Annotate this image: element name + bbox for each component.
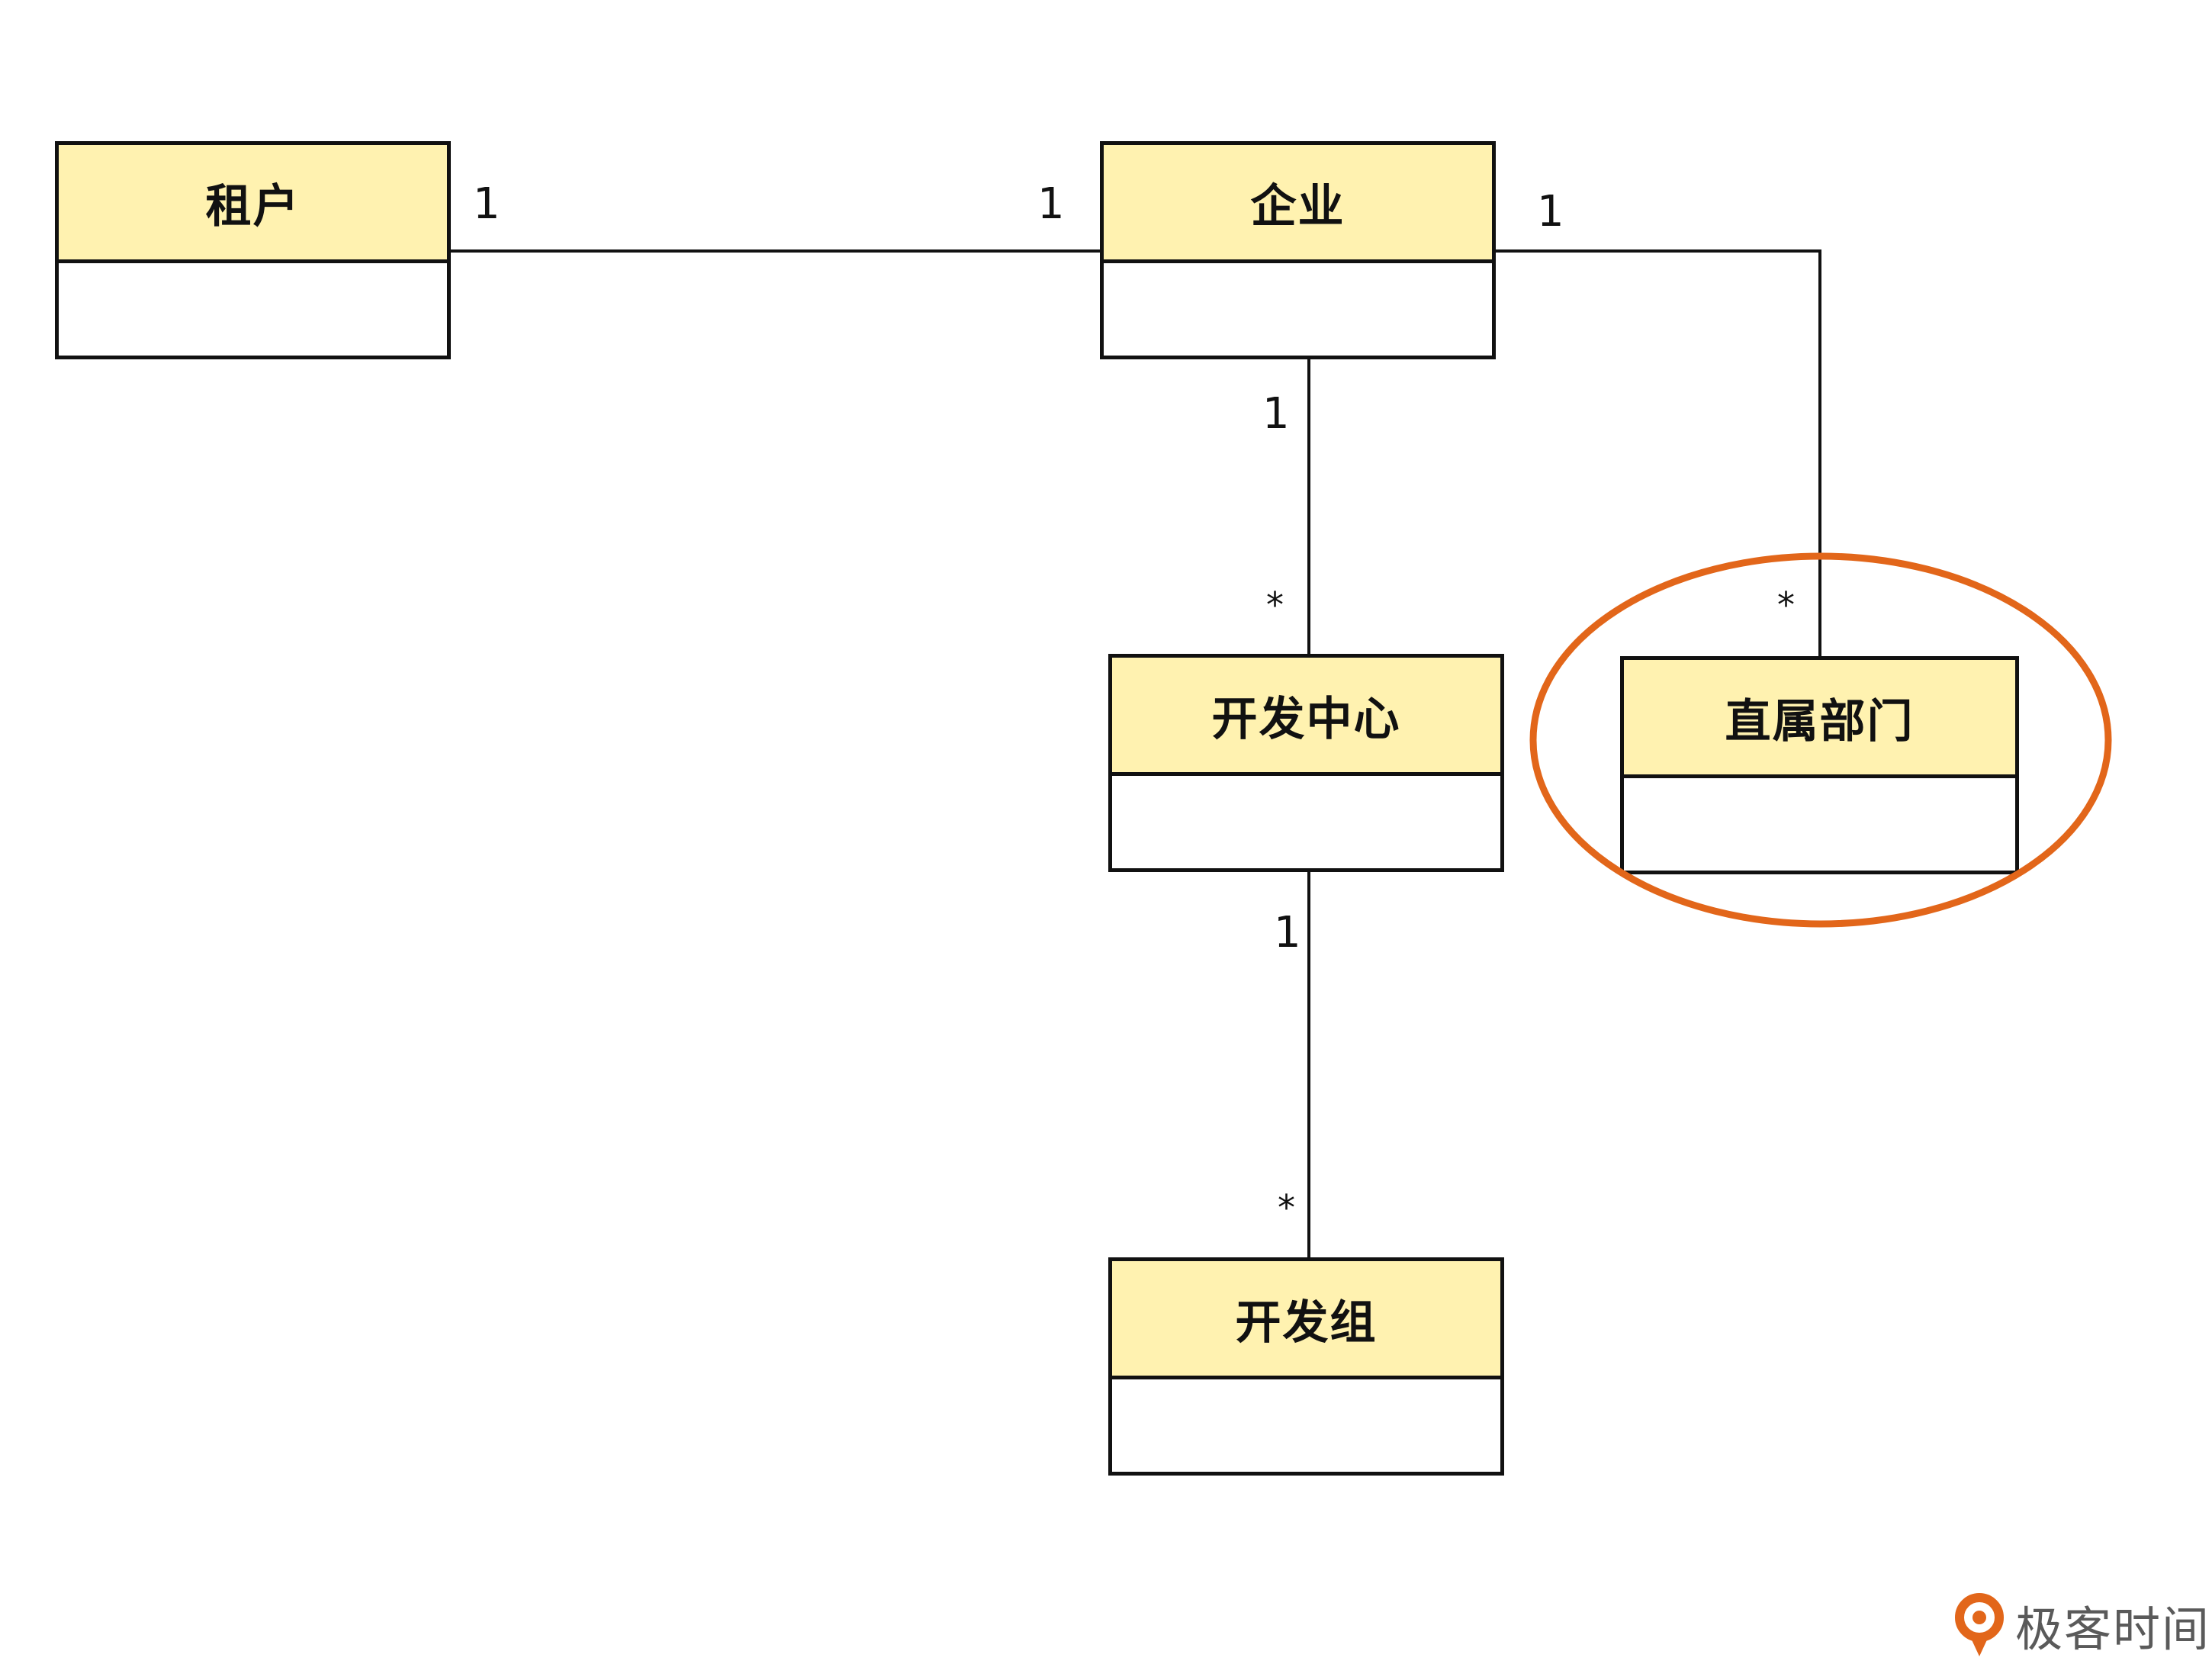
- class-attributes: [59, 263, 447, 359]
- multiplicity-label: 1: [473, 179, 500, 229]
- geektime-logo: 极客时间: [1953, 1591, 2210, 1659]
- multiplicity-label: *: [1777, 584, 1795, 626]
- association-enterprise-direct-dept: [1496, 249, 1821, 656]
- class-direct-dept: 直属部门: [1620, 656, 2019, 874]
- class-name: 开发中心: [1112, 658, 1500, 776]
- multiplicity-label: 1: [1037, 179, 1065, 229]
- class-attributes: [1112, 776, 1500, 871]
- class-attributes: [1624, 778, 2015, 874]
- class-enterprise: 企业: [1100, 141, 1496, 359]
- class-attributes: [1104, 263, 1492, 359]
- class-name: 开发组: [1112, 1261, 1500, 1379]
- multiplicity-label: 1: [1274, 908, 1301, 958]
- logo-text: 极客时间: [2015, 1601, 2211, 1657]
- class-name: 直属部门: [1624, 660, 2015, 778]
- multiplicity-label: *: [1278, 1187, 1295, 1228]
- class-name: 租户: [59, 145, 447, 263]
- class-attributes: [1112, 1379, 1500, 1475]
- class-dev-center: 开发中心: [1108, 654, 1504, 872]
- geektime-logo-icon: [1955, 1593, 2004, 1656]
- class-name: 企业: [1104, 145, 1492, 263]
- multiplicity-label: 1: [1262, 389, 1290, 439]
- multiplicity-label: *: [1266, 584, 1284, 626]
- multiplicity-label: 1: [1537, 187, 1564, 237]
- class-tenant: 租户: [55, 141, 451, 359]
- class-dev-group: 开发组: [1108, 1257, 1504, 1476]
